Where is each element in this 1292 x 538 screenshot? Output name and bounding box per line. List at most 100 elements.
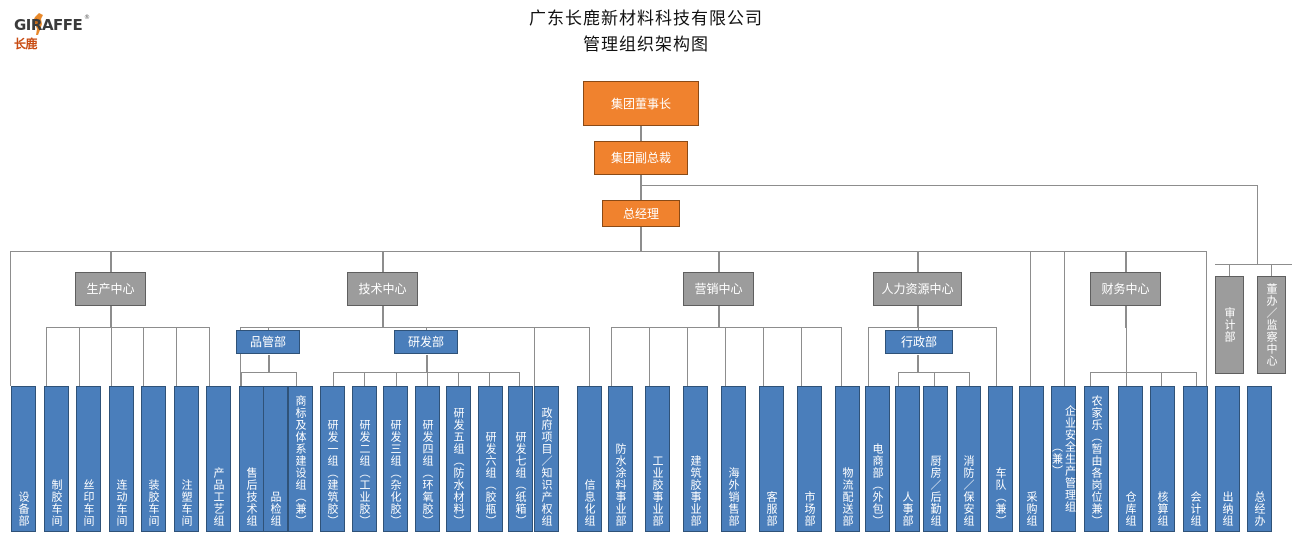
connector-rail-to-finance xyxy=(1125,251,1127,272)
leaf-linkage-workshop[interactable]: 连动车间 xyxy=(109,386,134,532)
leaf-aftersales-tech-group[interactable]: 售后技术组 xyxy=(239,386,264,532)
leaf-inspection-group[interactable]: 品检组 xyxy=(263,386,288,532)
node-admin-department[interactable]: 行政部 xyxy=(885,330,953,354)
connector-board-stem xyxy=(1271,264,1272,276)
logo-registered-mark: ® xyxy=(84,14,90,21)
leaf-rnd-group-5[interactable]: 研发五组（防水材料） xyxy=(446,386,471,532)
connector-marketing-stem-5 xyxy=(763,327,764,386)
logo-wordmark: GIRAFFE长鹿 xyxy=(14,16,90,52)
leaf-rnd-group-6[interactable]: 研发六组（胶瓶） xyxy=(478,386,503,532)
connector-marketing-stem-7 xyxy=(841,327,842,386)
leaf-accountant-group[interactable]: 会计组 xyxy=(1183,386,1208,532)
connector-hr-stem-personnel xyxy=(868,327,869,386)
connector-hr-stem-purchase xyxy=(996,327,997,386)
connector-rnd-stem-4 xyxy=(427,372,428,386)
page-title-line1: 广东长鹿新材料科技有限公司 xyxy=(529,9,763,29)
connector-marketing-stem-1 xyxy=(611,327,612,386)
leaf-glue-workshop[interactable]: 制胶车间 xyxy=(44,386,69,532)
leaf-equipment-dept[interactable]: 设备部 xyxy=(11,386,36,532)
connector-marketing-stem-4 xyxy=(725,327,726,386)
leaf-rnd-group-2[interactable]: 研发二组（工业胶） xyxy=(352,386,377,532)
connector-audit-stem xyxy=(1229,264,1230,276)
node-general-manager[interactable]: 总经理 xyxy=(602,200,680,227)
connector-rnd-stem-2 xyxy=(364,372,365,386)
leaf-filling-workshop[interactable]: 装胶车间 xyxy=(141,386,166,532)
connector-marketing-span xyxy=(611,327,842,328)
connector-rnd-stem-1 xyxy=(333,372,334,386)
page-title-line2: 管理组织架构图 xyxy=(583,35,709,55)
connector-finance-stem-2 xyxy=(1126,372,1127,386)
connector-main-rail xyxy=(10,251,1206,252)
leaf-fire-security-group[interactable]: 消防／保安组 xyxy=(956,386,981,532)
leaf-injection-workshop[interactable]: 注塑车间 xyxy=(174,386,199,532)
leaf-ecommerce-dept[interactable]: 电商部（外包） xyxy=(865,386,890,532)
connector-right-rail-drop xyxy=(1257,185,1258,265)
node-center-production[interactable]: 生产中心 xyxy=(75,272,146,306)
connector-technology-stem-gov xyxy=(534,327,535,386)
giraffe-icon xyxy=(33,13,43,35)
leaf-rnd-group-7[interactable]: 研发七组（纸箱） xyxy=(508,386,533,532)
connector-technology-span xyxy=(240,327,535,328)
connector-production-stem-6 xyxy=(209,327,210,386)
connector-finance-stem-3 xyxy=(1161,372,1162,386)
leaf-gm-office[interactable]: 总经办 xyxy=(1247,386,1272,532)
leaf-screenprint-workshop[interactable]: 丝印车间 xyxy=(76,386,101,532)
leaf-warehouse-group[interactable]: 仓库组 xyxy=(1118,386,1143,532)
connector-rnd-stem-5 xyxy=(458,372,459,386)
leaf-customer-service-dept[interactable]: 客服部 xyxy=(759,386,784,532)
leaf-accounting-calc-group[interactable]: 核算组 xyxy=(1150,386,1175,532)
node-center-finance[interactable]: 财务中心 xyxy=(1090,272,1161,306)
leaf-personnel-dept[interactable]: 人事部 xyxy=(895,386,920,532)
connector-production-stem-5 xyxy=(176,327,177,386)
connector-admin-drop xyxy=(917,355,919,373)
leaf-waterproof-coating-bu[interactable]: 防水涂料事业部 xyxy=(608,386,633,532)
connector-rnd-stem-3 xyxy=(396,372,397,386)
leaf-industrial-adhesive-bu[interactable]: 工业胶事业部 xyxy=(645,386,670,532)
node-chairman[interactable]: 集团董事长 xyxy=(583,81,699,126)
leaf-construction-adhesive-bu[interactable]: 建筑胶事业部 xyxy=(683,386,708,532)
leaf-rnd-group-3[interactable]: 研发三组（杂化胶） xyxy=(383,386,408,532)
leaf-market-dept[interactable]: 市场部 xyxy=(797,386,822,532)
connector-production-span xyxy=(46,327,210,328)
connector-finance-stem-1 xyxy=(1090,372,1091,386)
connector-rnd-stem-6 xyxy=(489,372,490,386)
leaf-gov-ip-group[interactable]: 政府项目／知识产权组 xyxy=(534,386,559,532)
connector-gm-direct-safety xyxy=(1030,251,1031,386)
node-quality-department[interactable]: 品管部 xyxy=(236,330,300,354)
node-rnd-department[interactable]: 研发部 xyxy=(394,330,458,354)
leaf-farm-resort-group[interactable]: 农家乐（暂由各岗位兼） xyxy=(1084,386,1109,532)
node-vice-president[interactable]: 集团副总裁 xyxy=(594,141,688,175)
leaf-overseas-sales-dept[interactable]: 海外销售部 xyxy=(721,386,746,532)
leaf-rnd-group-4[interactable]: 研发四组（环氧胶） xyxy=(415,386,440,532)
node-center-technology[interactable]: 技术中心 xyxy=(347,272,418,306)
leaf-informatization-group[interactable]: 信息化组 xyxy=(577,386,602,532)
connector-quality-drop xyxy=(268,355,270,373)
connector-gm-drop xyxy=(640,226,642,251)
node-center-hr[interactable]: 人力资源中心 xyxy=(873,272,962,306)
connector-admin-stem-1 xyxy=(898,372,899,386)
connector-technology-stem-info xyxy=(589,327,590,386)
connector-production-stem-1 xyxy=(46,327,47,386)
connector-rail-left-edge-drop xyxy=(10,251,11,386)
connector-finance-drop xyxy=(1125,306,1127,328)
leaf-safety-production-group[interactable]: 企业安全生产管理组（兼） xyxy=(1051,386,1077,532)
connector-marketing-stem-6 xyxy=(801,327,802,386)
leaf-product-process-group[interactable]: 产品工艺组 xyxy=(206,386,231,532)
connector-production-stem-2 xyxy=(79,327,80,386)
leaf-rnd-group-1[interactable]: 研发一组（建筑胶） xyxy=(320,386,345,532)
leaf-fleet-group[interactable]: 车队（兼） xyxy=(988,386,1013,532)
node-board-supervision-center[interactable]: 董办／监察中心 xyxy=(1257,276,1286,374)
connector-technology-stem-aftersales xyxy=(240,327,241,386)
leaf-cashier-group[interactable]: 出纳组 xyxy=(1215,386,1240,532)
leaf-logistics-dept[interactable]: 物流配送部 xyxy=(835,386,860,532)
leaf-kitchen-logistics-group[interactable]: 厨房／后勤组 xyxy=(923,386,948,532)
connector-admin-stem-3 xyxy=(969,372,970,386)
connector-marketing-stem-3 xyxy=(687,327,688,386)
connector-marketing-stem-2 xyxy=(649,327,650,386)
node-center-marketing[interactable]: 营销中心 xyxy=(683,272,754,306)
connector-admin-stem-2 xyxy=(934,372,935,386)
leaf-trademark-system-group[interactable]: 商标及体系建设组（兼） xyxy=(288,386,313,532)
node-audit-department[interactable]: 审计部 xyxy=(1215,276,1244,374)
leaf-purchasing-group[interactable]: 采购组 xyxy=(1019,386,1044,532)
